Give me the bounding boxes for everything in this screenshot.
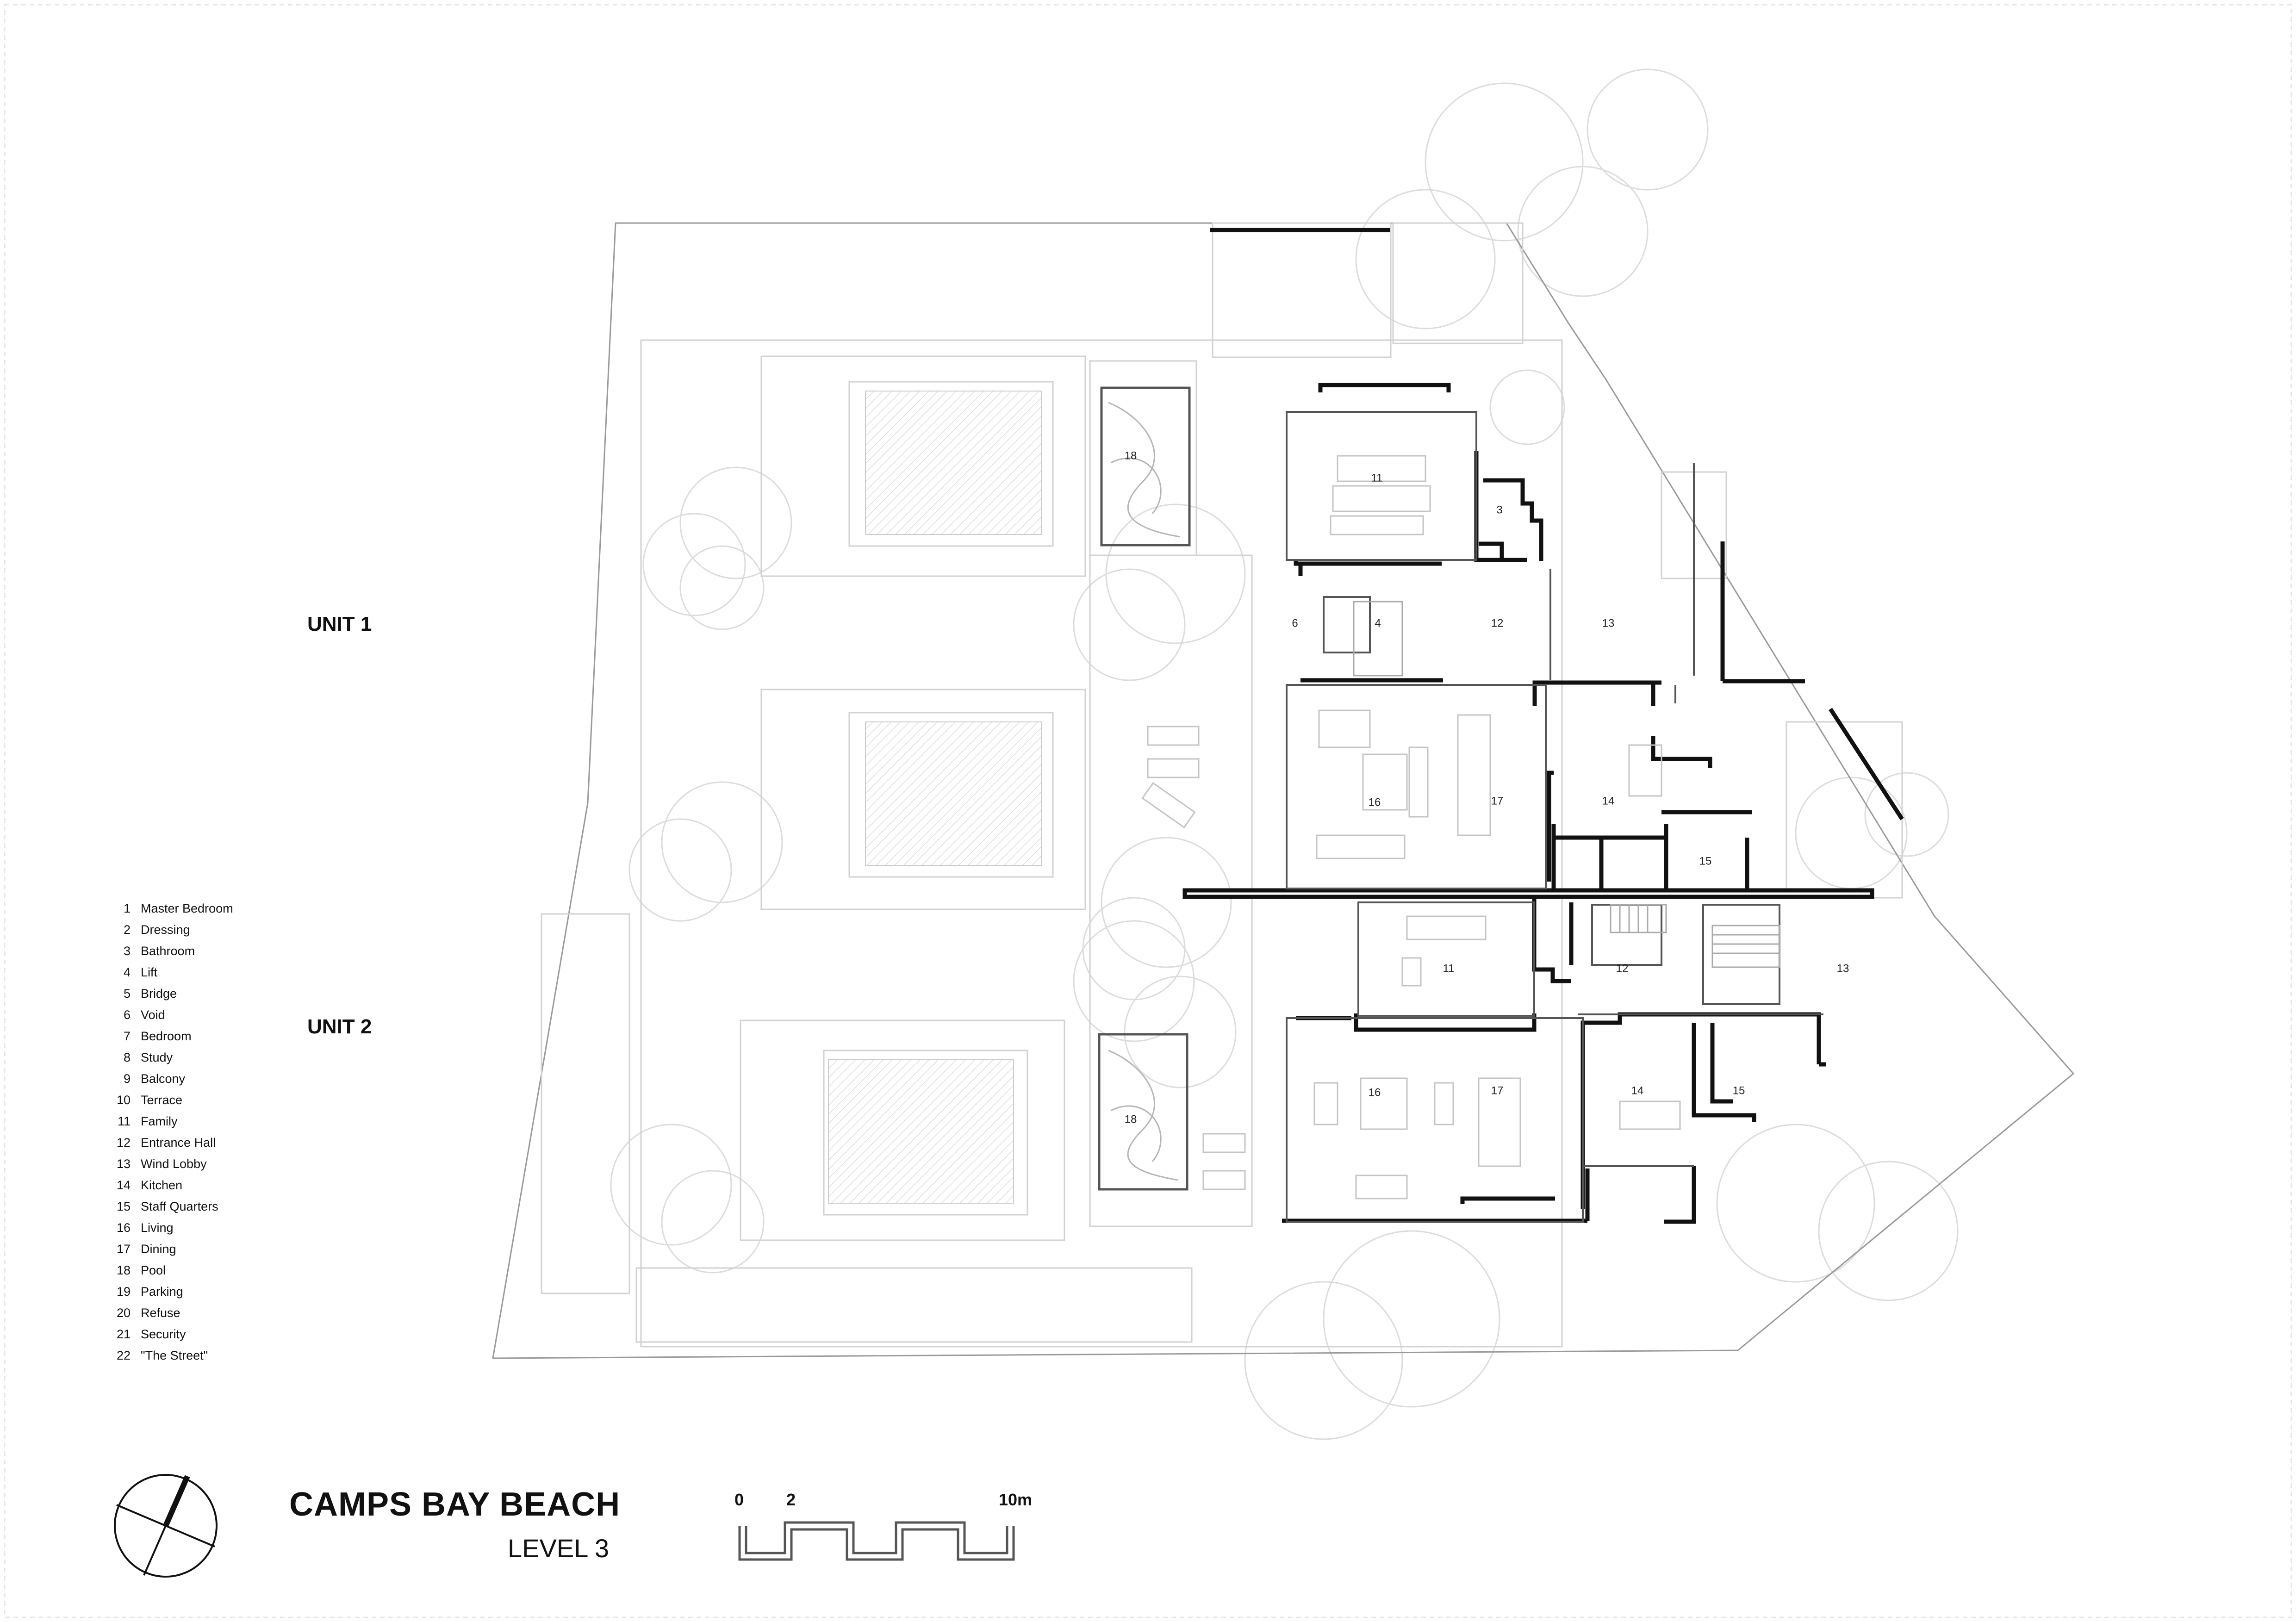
room-u2-staff: 15	[1733, 1084, 1745, 1097]
site-boundary	[492, 222, 2075, 1359]
scale-label-10m: 10m	[999, 1490, 1033, 1509]
pools	[1098, 386, 1191, 1191]
walls	[1182, 228, 1904, 1224]
lower-pool-1	[865, 391, 1042, 535]
room-u2-family: 11	[1443, 962, 1455, 975]
room-u1-pool: 18	[1125, 449, 1137, 462]
drawing-title: CAMPS BAY BEACH	[289, 1486, 621, 1523]
scale-label-2: 2	[786, 1490, 796, 1509]
room-u1-living: 16	[1369, 796, 1381, 808]
room-u1-bath: 3	[1496, 503, 1502, 516]
stairs	[1353, 601, 1780, 968]
landscape-trees	[610, 68, 1959, 1440]
room-u2-kitchen: 14	[1631, 1084, 1644, 1097]
room-u1-dining: 17	[1491, 795, 1504, 807]
room-u1-lobby: 13	[1602, 617, 1615, 629]
legend-item: 22"The Street"	[116, 1349, 208, 1362]
interior-lines	[1286, 411, 1823, 1223]
room-u2-hall: 12	[1616, 962, 1629, 975]
furniture	[1141, 455, 1681, 1199]
unit-1-label: UNIT 1	[307, 613, 372, 635]
room-u1-staff: 15	[1699, 855, 1712, 867]
room-u2-lobby: 13	[1837, 962, 1849, 975]
room-u1-lift: 4	[1375, 617, 1381, 629]
lower-pool-2	[865, 721, 1042, 866]
room-u1-kitchen: 14	[1602, 795, 1615, 807]
drawing-subtitle: LEVEL 3	[508, 1534, 609, 1563]
room-u1-void: 6	[1292, 617, 1298, 629]
room-u2-living: 16	[1369, 1086, 1381, 1099]
room-u1-hall: 12	[1491, 617, 1504, 629]
scale-label-0: 0	[734, 1490, 744, 1509]
room-u1-family: 11	[1371, 472, 1383, 484]
scale-bar	[738, 1521, 1015, 1561]
room-u2-dining: 17	[1491, 1084, 1504, 1097]
lower-pool-3	[828, 1059, 1014, 1204]
page-frame	[4, 4, 2292, 1618]
room-u2-pool: 18	[1125, 1113, 1137, 1125]
pool-water-lines	[1108, 402, 1181, 1181]
unit-2-label: UNIT 2	[307, 1015, 372, 1038]
north-arrow-icon	[114, 1474, 218, 1578]
ghost-footprint	[541, 222, 1903, 1348]
